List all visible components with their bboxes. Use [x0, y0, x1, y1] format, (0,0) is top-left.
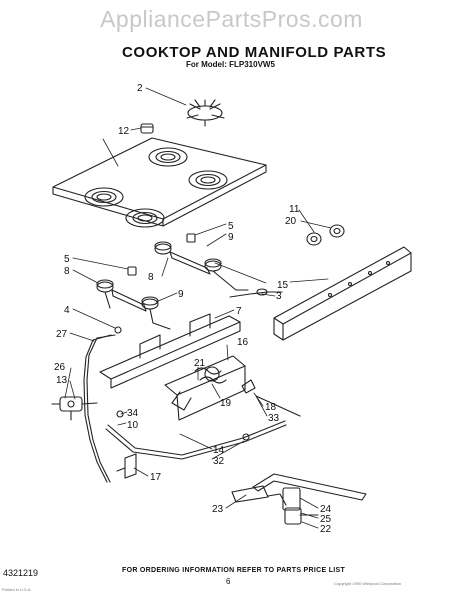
callout-2: 2: [137, 83, 143, 94]
ignitor-wire: [229, 288, 283, 298]
upper-left-burners: [96, 266, 171, 330]
small-screw: [116, 410, 124, 418]
callout-14: 14: [213, 445, 225, 456]
callout-26: 26: [54, 362, 66, 373]
control-knobs: [306, 224, 345, 246]
callout-3: 3: [276, 291, 282, 302]
callout-25: 25: [320, 514, 332, 525]
callout-16: 16: [237, 337, 249, 348]
page-title: COOKTOP AND MANIFOLD PARTS: [122, 44, 387, 61]
callout-4: 4: [64, 305, 70, 316]
callout-27: 27: [56, 329, 68, 340]
callout-34: 34: [127, 408, 139, 419]
callout-labels: 2 12 11 20 5 9 5 8 8 3 15 9 4 7 27 16 21…: [54, 83, 332, 535]
callout-17: 17: [150, 472, 162, 483]
gas-tube: [83, 334, 116, 483]
callout-9-upper: 9: [228, 232, 234, 243]
lower-gas-line: [105, 420, 287, 460]
lower-bracket: [116, 453, 137, 479]
manifold-panel: [273, 246, 412, 341]
callout-9-lower: 9: [178, 289, 184, 300]
callout-8-center: 8: [148, 272, 154, 283]
model-number: For Model: FLP310VW5: [186, 60, 275, 69]
callout-32: 32: [213, 456, 225, 467]
fineprint-note: Printed in U.S.A.: [2, 587, 32, 592]
callout-8-left: 8: [64, 266, 70, 277]
callout-18: 18: [265, 402, 277, 413]
upper-right-burners: [154, 233, 249, 291]
callout-13: 13: [56, 375, 68, 386]
callout-10: 10: [127, 420, 139, 431]
page-number: 6: [226, 577, 231, 586]
callout-7: 7: [236, 306, 242, 317]
oven-manifold: [231, 473, 367, 525]
gas-valve: [51, 396, 98, 421]
screw: [114, 326, 122, 334]
knob-insert: [140, 123, 154, 134]
callout-33: 33: [268, 413, 280, 424]
callout-21: 21: [194, 358, 206, 369]
callout-22: 22: [320, 524, 332, 535]
callout-20: 20: [285, 216, 297, 227]
callout-19: 19: [220, 398, 232, 409]
ordering-note: FOR ORDERING INFORMATION REFER TO PARTS …: [122, 567, 346, 574]
document-number: 4321219: [3, 568, 39, 578]
watermark: AppliancePartsPros.com: [100, 6, 363, 32]
callout-12: 12: [118, 126, 130, 137]
callout-5-left: 5: [64, 254, 70, 265]
mounting-clip: [241, 379, 301, 417]
callout-24: 24: [320, 504, 332, 515]
cooktop-panel: [52, 137, 267, 228]
burner-bracket: [99, 313, 241, 389]
leader-lines: [64, 87, 332, 529]
callout-11: 11: [289, 204, 300, 215]
callout-5-upper: 5: [228, 221, 234, 232]
callout-15: 15: [277, 280, 289, 291]
burner-cap: [186, 99, 225, 127]
callout-23: 23: [212, 504, 224, 515]
ignition-switch: [164, 355, 246, 421]
copyright-note: Copyright 1990 Whirlpool Corporation: [334, 581, 401, 586]
